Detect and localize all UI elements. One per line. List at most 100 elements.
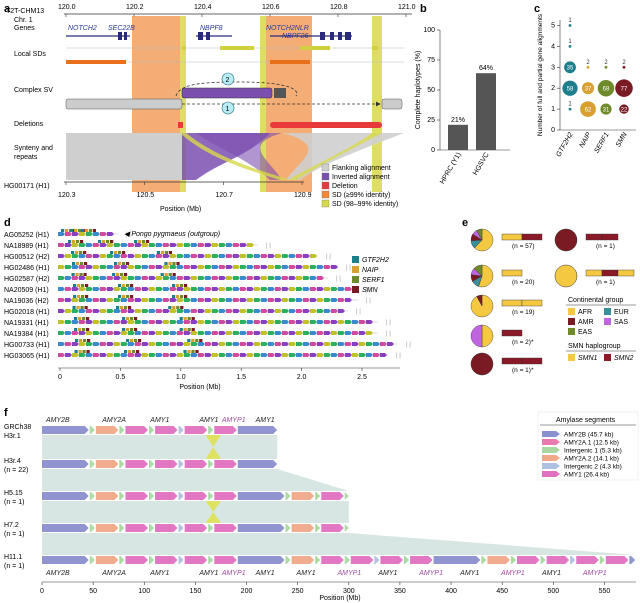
d-gene-marker (122, 251, 126, 254)
d-segment (93, 342, 100, 346)
d-segment (79, 287, 86, 291)
d-gene-marker (184, 295, 188, 298)
d-segment (317, 287, 324, 291)
d-track-end: | | (396, 353, 401, 359)
d-gene-marker (122, 317, 126, 320)
d-segment (317, 298, 324, 302)
d-segment (65, 254, 72, 258)
d-track-end: | | (386, 331, 391, 337)
f-segment (119, 556, 125, 564)
c-bubble-label: 22 (621, 108, 628, 114)
d-segment (247, 331, 254, 335)
d-segment (268, 353, 275, 357)
d-segment (93, 353, 100, 357)
d-segment (254, 254, 261, 258)
d-gene-marker (130, 339, 134, 342)
f-segment (629, 556, 636, 564)
d-segment (72, 309, 79, 313)
d-segment (254, 309, 261, 313)
f-segment (184, 492, 208, 500)
d-outgroup-note: ◀ Pongo pygmaeus (outgroup) (124, 231, 220, 238)
d-gene-marker (73, 284, 77, 287)
d-segment (310, 320, 317, 324)
d-gene-marker (172, 284, 176, 287)
d-gene-marker (118, 284, 122, 287)
d-segment (177, 320, 184, 324)
d-segment (310, 353, 317, 357)
f-segment (208, 460, 214, 468)
d-segment (324, 309, 331, 313)
f-segment (89, 492, 95, 500)
d-segment (93, 265, 100, 269)
e-haplogroup-block (501, 299, 523, 307)
d-segment (331, 265, 338, 269)
d-gene-marker (76, 262, 80, 265)
d-segment (212, 320, 219, 324)
c-ylabel: Number of full and partial gene alignmen… (537, 13, 544, 136)
d-segment (184, 276, 191, 280)
d-segment (331, 298, 338, 302)
d-hap-label: NA19036 (H2) (4, 298, 49, 305)
d-segment (79, 265, 86, 269)
top-tick-label: 120.0 (58, 4, 76, 11)
gene-nbpf8: NBPF8 (200, 25, 223, 32)
d-segment (107, 320, 114, 324)
f-segment (237, 492, 285, 500)
d-segment (135, 353, 142, 357)
d-gene-marker (82, 350, 86, 353)
d-segment (177, 331, 184, 335)
d-segment (135, 320, 142, 324)
d-segment (72, 320, 79, 324)
d-segment (338, 287, 345, 291)
f-segment (344, 492, 349, 500)
d-segment (170, 254, 177, 258)
c-bubble (615, 79, 633, 97)
d-legend-label: SMN (362, 287, 379, 294)
d-segment (135, 287, 142, 291)
d-segment (212, 298, 219, 302)
d-gene-marker (114, 251, 118, 254)
d-segment (275, 276, 282, 280)
d-gene-marker (132, 350, 136, 353)
f-legend-swatch (542, 447, 560, 453)
d-segment (121, 254, 128, 258)
d-segment (282, 309, 289, 313)
f-segment (125, 524, 148, 532)
d-segment (198, 353, 205, 357)
d-segment (114, 309, 121, 313)
d-segment (254, 320, 261, 324)
d-segment (149, 243, 156, 247)
f-segment (605, 556, 629, 564)
d-segment (107, 276, 114, 280)
d-segment (261, 254, 268, 258)
d-segment (72, 232, 79, 236)
d-segment (324, 298, 331, 302)
f-bottom-gene: AMYP1 (500, 570, 525, 577)
d-segment (254, 353, 261, 357)
d-hap-label: HG00733 (H1) (4, 342, 50, 349)
e-cont-label: AFR (578, 309, 592, 316)
d-segment (86, 287, 93, 291)
f-legend-swatch (542, 431, 560, 437)
d-segment (303, 320, 310, 324)
e-haplogroup-title: SMN haplogroup (568, 343, 621, 350)
d-gene-marker (71, 273, 75, 276)
c-ytick-label: 2 (551, 85, 555, 92)
d-segment (240, 298, 247, 302)
d-segment (268, 254, 275, 258)
legend-label: Inverted alignment (332, 174, 390, 181)
d-segment (156, 309, 163, 313)
d-segment (338, 298, 345, 302)
f-segment (237, 426, 278, 434)
d-segment (149, 320, 156, 324)
e-cont-label: EAS (578, 329, 592, 336)
d-gene-marker (86, 350, 90, 353)
legend-label: Flanking alignment (332, 165, 391, 172)
f-segment (285, 556, 291, 564)
d-segment (135, 298, 142, 302)
d-gene-marker (156, 251, 160, 254)
f-hap-name: H11.1 (4, 554, 22, 561)
d-segment (128, 265, 135, 269)
d-segment (142, 265, 149, 269)
d-gene-marker (160, 251, 164, 254)
